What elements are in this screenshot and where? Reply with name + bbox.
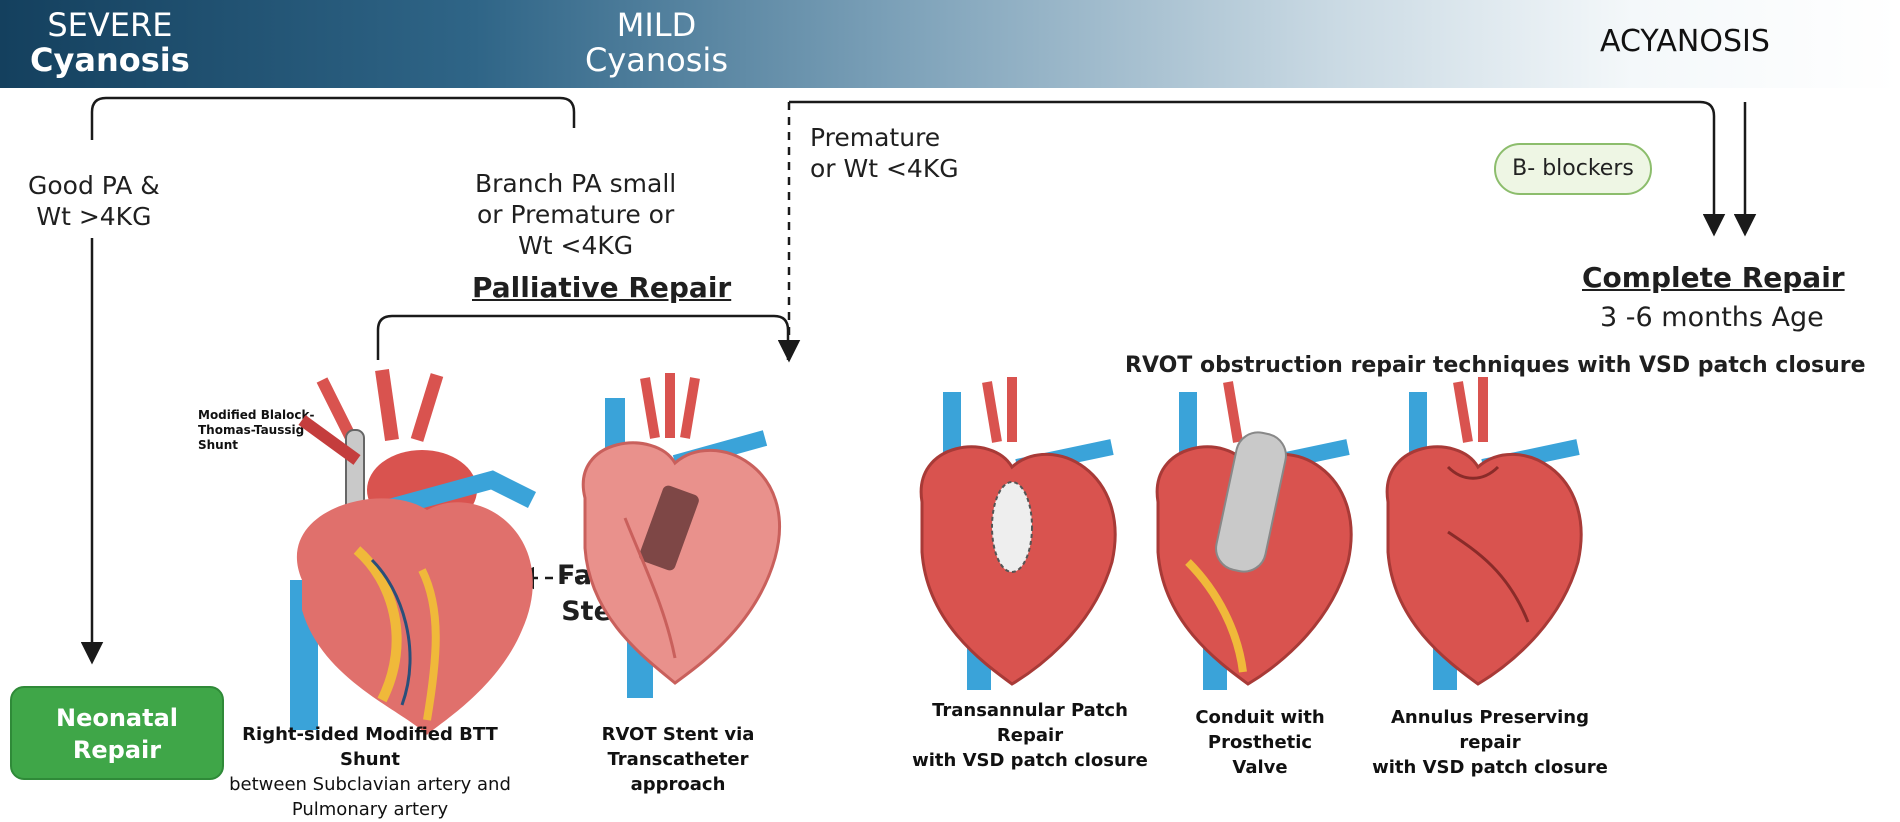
line-to-complete-repair bbox=[789, 100, 1726, 237]
btt-shunt-caption: Right-sided Modified BTT Shunt between S… bbox=[229, 724, 511, 820]
rvot-stent-heart-illustration bbox=[581, 373, 782, 698]
beta-blockers-pill: B- blockers bbox=[1494, 143, 1652, 195]
premature-label: Premature or Wt <4KG bbox=[810, 123, 959, 183]
conduit-valve-heart-illustration bbox=[1155, 381, 1353, 690]
cyanosis-gradient-banner bbox=[0, 0, 1900, 88]
good-pa-label: Good PA & Wt >4KG bbox=[28, 171, 160, 231]
branch-pa-label: Branch PA small or Premature or Wt <4KG bbox=[475, 169, 677, 260]
complete-repair-age: 3 -6 months Age bbox=[1600, 302, 1824, 333]
btt-shunt-heart-illustration bbox=[290, 369, 537, 735]
conduit-valve-caption: Conduit with Prosthetic Valve bbox=[1195, 707, 1325, 778]
neonatal-repair-box: Neonatal Repair bbox=[10, 686, 224, 780]
annulus-preserving-heart-illustration bbox=[1385, 377, 1583, 690]
transannular-patch-heart-illustration bbox=[919, 377, 1117, 690]
severe-cyanosis-label: SEVERE Cyanosis bbox=[30, 6, 190, 79]
annulus-preserving-caption: Annulus Preserving repair with VSD patch… bbox=[1372, 707, 1608, 778]
bt-shunt-label: Modified Blalock- Thomas-Taussig Shunt bbox=[198, 408, 315, 452]
palliative-repair-title: Palliative Repair bbox=[472, 271, 732, 304]
complete-repair-title: Complete Repair bbox=[1582, 261, 1845, 294]
rvot-techniques-title: RVOT obstruction repair techniques with … bbox=[1125, 353, 1866, 378]
severe-split-bracket bbox=[90, 96, 576, 140]
rvot-stent-caption: RVOT Stent via Transcatheter approach bbox=[601, 724, 755, 795]
palliative-bracket bbox=[376, 314, 790, 360]
transannular-patch-caption: Transannular Patch Repair with VSD patch… bbox=[912, 700, 1148, 771]
mild-cyanosis-label: MILD Cyanosis bbox=[585, 6, 728, 79]
acyanosis-label: ACYANOSIS bbox=[1600, 24, 1770, 59]
